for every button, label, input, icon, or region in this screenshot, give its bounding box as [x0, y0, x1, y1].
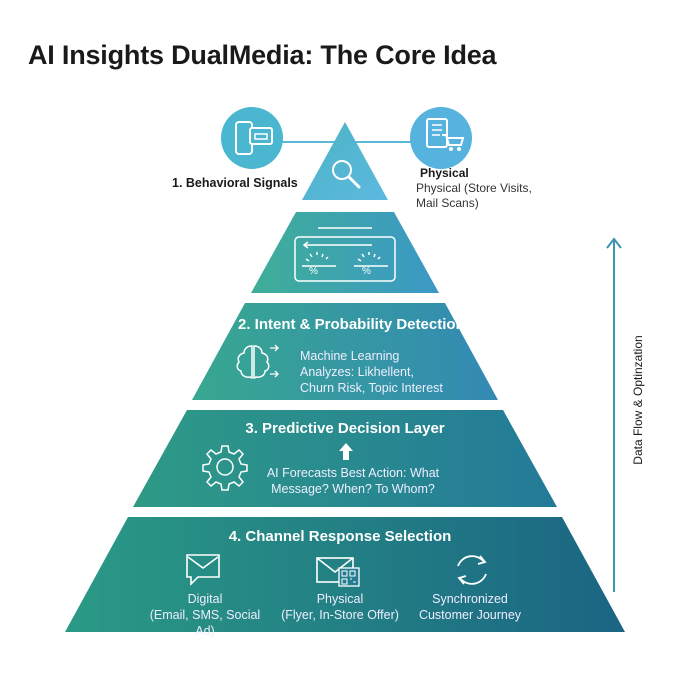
magnifier-icon — [332, 160, 361, 189]
brain-icon — [236, 344, 279, 379]
tier-3-heading: 3. Predictive Decision Layer — [245, 420, 445, 437]
sync-icon — [457, 555, 487, 585]
tier-3-description: AI Forecasts Best Action: What Message? … — [258, 465, 448, 497]
channel-sync-title: Synchronized — [432, 592, 508, 606]
channel-sync-detail: Customer Journey — [418, 608, 522, 622]
tier-2 — [251, 212, 439, 293]
channel-digital-detail: (Email, SMS, Social Ad) — [149, 608, 261, 638]
physical-line-2: Mail Scans) — [416, 196, 479, 210]
gauge-dashboard-icon — [294, 227, 396, 282]
tier-2-heading: 2. Intent & Probability Detection — [238, 316, 465, 333]
behavioral-signals-label: 1. Behavioral Signals — [172, 176, 298, 190]
tier-2-line-1: Machine Learning — [300, 349, 400, 363]
gear-icon — [202, 445, 248, 491]
tier-2-line-3: Churn Risk, Topic Interest — [300, 381, 443, 395]
physical-circle — [410, 107, 472, 169]
channel-sync: Synchronized Customer Journey — [405, 591, 535, 623]
data-flow-label: Data Flow & Optinzation — [631, 335, 645, 465]
channel-physical-detail: (Flyer, In-Store Offer) — [281, 608, 399, 622]
devices-icon — [235, 121, 273, 155]
receipt-cart-icon — [426, 118, 465, 151]
mail-qr-icon — [316, 557, 360, 587]
tier-2-description: Machine Learning Analyzes: Likhellent, C… — [300, 348, 443, 396]
gauge-percent-1: % — [309, 266, 318, 277]
message-icon — [186, 554, 220, 586]
channel-digital-title: Digital — [187, 592, 223, 606]
physical-line-1: Physical (Store Visits, — [416, 181, 532, 195]
channel-digital: Digital (Email, SMS, Social Ad) — [140, 591, 270, 639]
tier-3-line-1: AI Forecasts Best Action: What — [266, 466, 440, 480]
channel-physical: Physical (Flyer, In-Store Offer) — [275, 591, 405, 623]
channel-physical-title: Physical — [316, 592, 364, 606]
arrow-up-icon — [339, 443, 353, 460]
tier-4-heading: 4. Channel Response Selection — [228, 528, 452, 545]
tier-2-line-2: Analyzes: Likhellent, — [300, 365, 414, 379]
physical-heading: Physical — [420, 166, 469, 180]
page-title: AI Insights DualMedia: The Core Idea — [28, 40, 497, 70]
gauge-percent-2: % — [362, 266, 371, 277]
physical-description: Physical (Store Visits, Mail Scans) — [416, 181, 532, 211]
tier-3 — [192, 303, 498, 400]
tier-3-line-2: Message? When? To Whom? — [271, 482, 435, 496]
